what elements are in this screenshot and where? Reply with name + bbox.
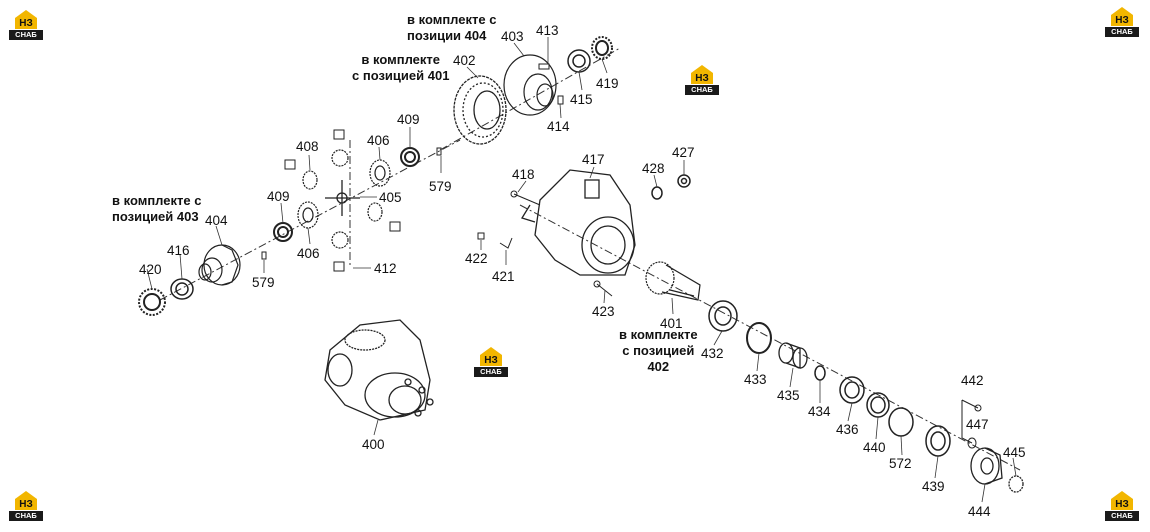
part-label-404: 404 [205, 213, 228, 228]
part-label-405: 405 [379, 190, 402, 205]
note-kit-404: в комплекте с позиции 404 [407, 12, 497, 43]
note-kit-401: в комплекте с позицией 401 [352, 52, 450, 83]
part-445-nut [1008, 475, 1024, 493]
part-label-415: 415 [570, 92, 593, 107]
part-label-402: 402 [453, 53, 476, 68]
part-label-572: 572 [889, 456, 912, 471]
part-label-400: 400 [362, 437, 385, 452]
part-433-ring [746, 322, 772, 354]
part-label-414: 414 [547, 119, 570, 134]
part-label-435: 435 [777, 388, 800, 403]
part-label-434: 434 [808, 404, 831, 419]
part-427-plug [677, 174, 691, 188]
part-label-579-right: 579 [429, 179, 452, 194]
part-404-housing [198, 244, 241, 286]
part-403-housing [503, 54, 557, 116]
part-415-bearing [567, 49, 591, 73]
part-447-washer [967, 437, 977, 449]
part-label-447: 447 [966, 417, 989, 432]
part-label-445: 445 [1003, 445, 1026, 460]
part-label-403: 403 [501, 29, 524, 44]
part-412-bushings [284, 129, 401, 272]
part-439-cover [925, 425, 951, 457]
note-kit-402: в комплекте с позицией 402 [619, 327, 698, 374]
part-405-spider [325, 180, 360, 216]
part-579-pin-left [261, 251, 267, 260]
part-label-423: 423 [592, 304, 615, 319]
part-572-oring [888, 407, 914, 437]
part-400-assembly [324, 319, 434, 421]
part-401-pinion [645, 261, 701, 301]
part-label-420: 420 [139, 262, 162, 277]
part-409-washer-left [273, 222, 293, 242]
part-579-pin-right [436, 147, 442, 156]
part-417-carrier [521, 169, 636, 276]
part-label-408: 408 [296, 139, 319, 154]
part-409-washer-right [400, 147, 420, 167]
part-label-409-upper: 409 [397, 112, 420, 127]
part-428-washer [651, 186, 663, 200]
note-kit-403: в комплекте с позицией 403 [112, 193, 202, 224]
part-422-plug [477, 232, 485, 240]
part-label-436: 436 [836, 422, 859, 437]
part-432-bearing [708, 300, 738, 332]
part-406-side-gear-right [369, 159, 391, 187]
part-label-417: 417 [582, 152, 605, 167]
part-label-444: 444 [968, 504, 991, 519]
part-421-bracket [499, 237, 513, 249]
part-label-419: 419 [596, 76, 619, 91]
part-label-412: 412 [374, 261, 397, 276]
part-label-427: 427 [672, 145, 695, 160]
part-label-413: 413 [536, 23, 559, 38]
part-413-bolt [538, 63, 550, 70]
part-414-nut [557, 95, 564, 105]
part-label-433: 433 [744, 372, 767, 387]
part-label-421: 421 [492, 269, 515, 284]
part-402-ring-gear [453, 75, 507, 145]
part-419-ring [591, 36, 613, 60]
part-418-bolt [510, 190, 541, 206]
part-440-seal [866, 392, 890, 418]
part-442-bolt [961, 399, 982, 444]
part-label-416: 416 [167, 243, 190, 258]
part-416-bearing [170, 278, 194, 300]
part-label-432: 432 [701, 346, 724, 361]
part-label-439: 439 [922, 479, 945, 494]
part-label-579-left: 579 [252, 275, 275, 290]
part-435-spacer [778, 342, 808, 369]
part-label-401: 401 [660, 316, 683, 331]
part-420-ring [138, 288, 166, 316]
part-423-bolt [593, 280, 613, 297]
part-label-406-lower: 406 [297, 246, 320, 261]
part-label-428: 428 [642, 161, 665, 176]
part-label-422: 422 [465, 251, 488, 266]
part-408-planet-gears [302, 149, 383, 249]
part-434-ring [814, 365, 826, 381]
part-label-440: 440 [863, 440, 886, 455]
part-label-418: 418 [512, 167, 535, 182]
part-406-side-gear-left [297, 201, 319, 229]
part-label-442: 442 [961, 373, 984, 388]
part-444-flange [970, 447, 1003, 485]
part-label-406-upper: 406 [367, 133, 390, 148]
part-label-409-lower: 409 [267, 189, 290, 204]
